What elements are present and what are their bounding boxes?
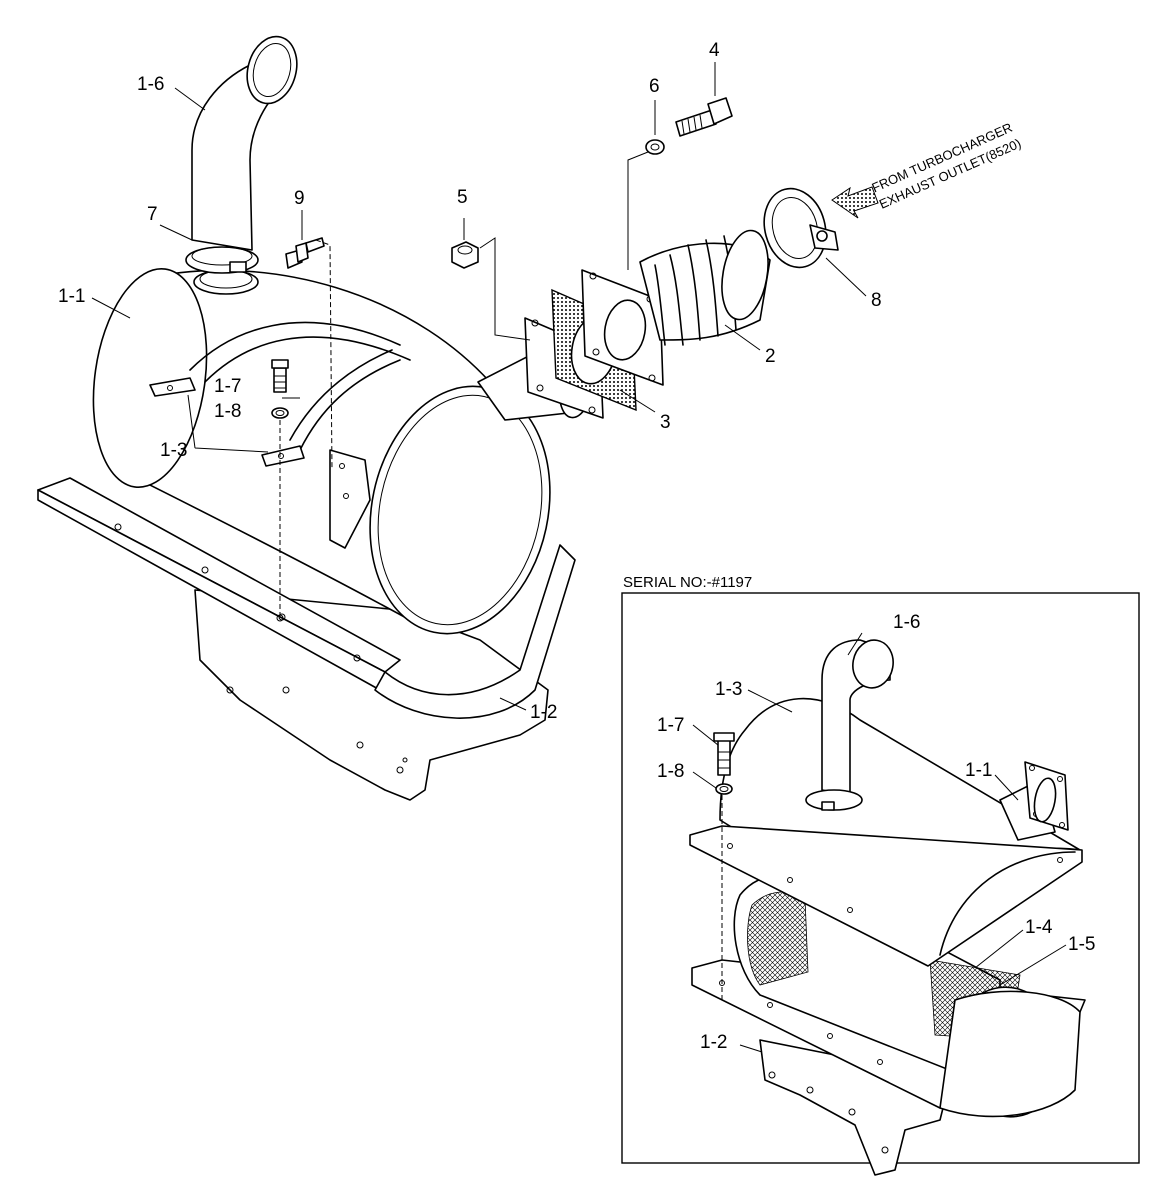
clamp-bolt-part (285, 237, 325, 269)
label-1-3: 1-3 (160, 440, 187, 461)
label-1-2: 1-2 (530, 702, 557, 723)
inset-serial-label: SERIAL NO:-#1197 (623, 574, 752, 591)
muffler-body-part (92, 268, 551, 635)
inset-label-1-2: 1-2 (700, 1032, 727, 1053)
inset-label-1-8: 1-8 (657, 761, 684, 782)
lower-bracket-part (37, 477, 576, 801)
v-band-clamp-part (763, 187, 839, 269)
label-5: 5 (457, 187, 468, 208)
exhaust-elbow-part (191, 35, 298, 251)
label-1-8: 1-8 (214, 401, 241, 422)
leader-lines (91, 62, 867, 711)
label-9: 9 (294, 188, 305, 209)
bellows-pipe-part (581, 229, 771, 386)
inset-label-1-4: 1-4 (1025, 917, 1053, 938)
label-1-7: 1-7 (214, 376, 241, 397)
pipe-clamp-part (185, 246, 259, 274)
inset-label-1-3: 1-3 (715, 679, 742, 700)
inset-label-1-5: 1-5 (1068, 934, 1095, 955)
label-4: 4 (709, 40, 720, 61)
label-2: 2 (765, 346, 776, 367)
flow-direction-arrow-icon (831, 186, 879, 219)
inset-label-1-1: 1-1 (965, 760, 992, 781)
label-7: 7 (147, 204, 158, 225)
inset-label-1-7: 1-7 (657, 715, 684, 736)
label-1-1: 1-1 (58, 286, 85, 307)
label-6: 6 (649, 76, 660, 97)
label-8: 8 (871, 290, 882, 311)
arrow-note: FROM TURBOCHARGER EXHAUST OUTLET(8520) (869, 120, 1023, 212)
washer-part (645, 139, 665, 155)
label-1-6: 1-6 (137, 74, 164, 95)
inset-muffler-assembly (689, 639, 1086, 1176)
bolt-part (675, 97, 733, 137)
nut-part (451, 241, 479, 269)
mount-bolt-part (271, 359, 289, 393)
inset-leader-lines (692, 632, 1067, 1053)
label-3: 3 (660, 412, 671, 433)
inset-label-1-6: 1-6 (893, 612, 920, 633)
mount-washer-part (271, 407, 289, 419)
